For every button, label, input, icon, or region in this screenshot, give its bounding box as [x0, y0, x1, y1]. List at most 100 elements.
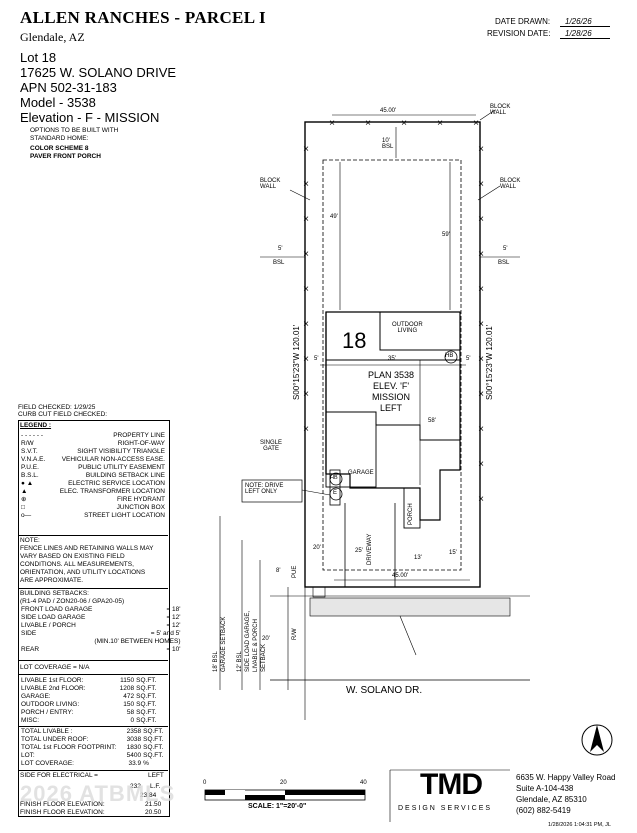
setbacks-title: BUILDING SETBACKS: — [20, 590, 89, 597]
svg-text:×: × — [303, 319, 309, 330]
block-wall-top: BLOCK WALL — [490, 104, 511, 116]
dim-35: 35' — [388, 356, 396, 362]
svg-text:×: × — [478, 284, 484, 295]
svg-text:×: × — [478, 494, 484, 505]
driveway-label: DRIVEWAY — [367, 533, 373, 565]
svg-text:×: × — [478, 179, 484, 190]
legend-item: □JUNCTION BOX — [21, 504, 165, 511]
date-underline — [560, 26, 610, 27]
dim-25: 25' — [355, 548, 363, 554]
dim-58: 58' — [428, 418, 436, 424]
project-city: Glendale, AZ — [20, 30, 85, 44]
svg-text:×: × — [478, 389, 484, 400]
dim-15: 15' — [449, 550, 457, 556]
svg-text:×: × — [303, 284, 309, 295]
note-drive: NOTE: DRIVE LEFT ONLY — [245, 483, 284, 495]
svg-text:×: × — [473, 118, 479, 129]
legend-item: ⊕FIRE HYDRANT — [21, 496, 165, 503]
date-drawn-label: DATE DRAWN: — [495, 17, 551, 26]
dim-20: 20' — [313, 545, 321, 551]
legend-item: - - - - - -PROPERTY LINE — [21, 432, 165, 439]
svg-text:×: × — [303, 249, 309, 260]
revision-date-label: REVISION DATE: — [487, 29, 551, 38]
plan-description: PLAN 3538 ELEV. 'F' MISSION LEFT — [368, 370, 415, 413]
note-block: NOTE: FENCE LINES AND RETAINING WALLS MA… — [20, 537, 154, 584]
company-subtitle: DESIGN SERVICES — [398, 805, 493, 812]
legend-item: ▲ELEC. TRANSFORMER LOCATION — [21, 488, 165, 495]
field-checked: FIELD CHECKED: 1/29/25 — [18, 404, 96, 411]
setbacks-divider — [18, 588, 168, 589]
outdoor-living: OUTDOOR LIVING — [392, 322, 423, 334]
dim-5a: 5' — [314, 356, 319, 362]
finish-floor-label: FINISH FLOOR ELEVATION: — [20, 801, 105, 808]
coverage-divider — [18, 660, 168, 661]
bsl-left: BSL — [273, 260, 285, 266]
scale-tick-0: 0 — [203, 780, 207, 786]
mls-watermark: 2026 ATBMLS — [20, 781, 176, 806]
electrical-row3-value: 23.84 — [140, 792, 157, 799]
block-wall-right: BLOCK WALL — [500, 178, 521, 190]
info-panel — [18, 420, 170, 817]
lot-coverage-na: LOT COVERAGE = N/A — [20, 664, 90, 671]
company-address: 6635 W. Happy Valley Road Suite A-104-43… — [516, 773, 616, 815]
electrical-side-label: SIDE FOR ELECTRICAL = — [20, 772, 98, 779]
svg-text:×: × — [437, 118, 443, 129]
legend-item: ● ▲ELECTRIC SERVICE LOCATION — [21, 480, 165, 487]
revision-date-value: 1/28/26 — [565, 29, 592, 38]
legend-item: P.U.E.PUBLIC UTILITY EASEMENT — [21, 464, 165, 471]
dim-8: 8' — [276, 568, 281, 574]
svg-text:×: × — [478, 354, 484, 365]
svg-text:×: × — [478, 459, 484, 470]
scale-tick-40: 40 — [360, 780, 367, 786]
footer-stamp: 1/28/2026 1:04:31 PM, JL — [548, 822, 611, 828]
street-name: W. SOLANO DR. — [346, 685, 423, 696]
areas-divider — [18, 674, 168, 675]
svg-text:×: × — [478, 249, 484, 260]
legend-item: S.V.T.SIGHT VISIBILITY TRIANGLE — [21, 448, 165, 455]
dim-top-width: 45.00' — [380, 108, 397, 114]
svg-text:×: × — [303, 354, 309, 365]
bsl-right: BSL — [498, 260, 510, 266]
svg-text:×: × — [303, 144, 309, 155]
legend-item: V.N.A.E.VEHICULAR NON-ACCESS EASE. — [21, 456, 165, 463]
pue-label: PUE — [292, 565, 298, 578]
company-logo: TMD — [420, 768, 483, 801]
hose-bib-2: HB — [330, 475, 338, 481]
electrical-side-value: LEFT — [148, 772, 164, 779]
electrical-divider — [18, 770, 168, 771]
svg-text:×: × — [401, 118, 407, 129]
svg-text:×: × — [303, 179, 309, 190]
garage-label: GARAGE — [348, 470, 374, 476]
rear-bsl: 10' BSL — [382, 138, 394, 150]
options-note-1: OPTIONS TO BE BUILT WITH — [30, 127, 119, 134]
svg-text:×: × — [365, 118, 371, 129]
setback-18: 18' BSL GARAGE SETBACK — [213, 616, 227, 672]
project-title: ALLEN RANCHES - PARCEL I — [20, 8, 266, 27]
dim-bottom-width: 45.00' — [392, 573, 409, 579]
side-5-left: 5' — [278, 246, 283, 252]
elevation: Elevation - F - MISSION — [20, 110, 160, 125]
lot-number: Lot 18 — [20, 50, 57, 65]
svg-text:×: × — [478, 214, 484, 225]
side-5-right: 5' — [503, 246, 508, 252]
dim-13: 13' — [414, 555, 422, 561]
legend-item: B.S.L.BUILDING SETBACK LINE — [21, 472, 165, 479]
bearing-right: S00°15'23"W 120.01' — [485, 324, 494, 400]
legend-title: LEGEND : — [20, 422, 52, 429]
rw-label: R/W — [292, 628, 298, 640]
finish-floor-value: 21.50 — [145, 801, 162, 808]
dim-5b: 5' — [466, 356, 471, 362]
svg-text:×: × — [478, 144, 484, 155]
finish-floor2-value: 20.50 — [145, 809, 162, 816]
svg-text:×: × — [329, 118, 335, 129]
block-wall-marks: ××××× ××××××××× ××××××××××× — [303, 118, 484, 505]
model: Model - 3538 — [20, 95, 96, 110]
hose-bib-1: HB — [445, 353, 454, 359]
lot-number-label: 18 — [342, 328, 367, 353]
options-1: COLOR SCHEME 8 — [30, 145, 89, 152]
dim-20b: 20' — [262, 636, 270, 642]
svg-text:×: × — [478, 424, 484, 435]
